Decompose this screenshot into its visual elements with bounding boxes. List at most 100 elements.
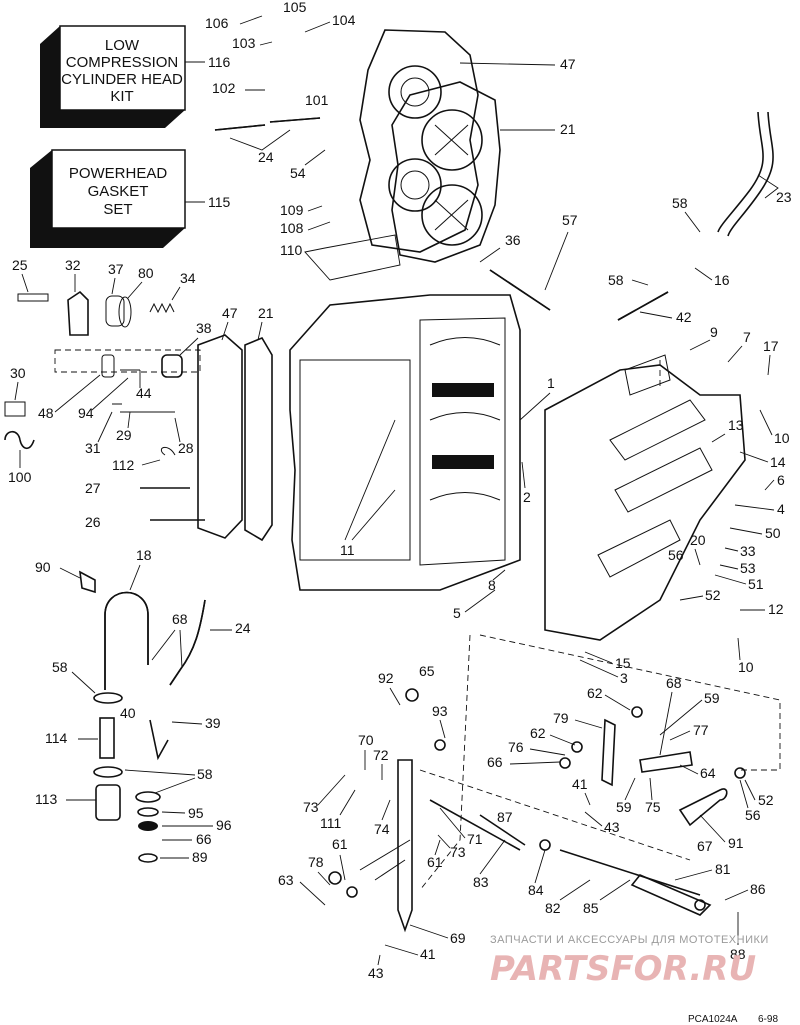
- callout-32: 32: [65, 257, 81, 273]
- callout-18: 18: [136, 547, 152, 563]
- callout-103: 103: [232, 35, 256, 51]
- callout-94: 94: [78, 405, 94, 421]
- callout-104: 104: [332, 12, 356, 28]
- powerhead-gasket-box: [30, 149, 205, 248]
- callout-38: 38: [196, 320, 212, 336]
- watermark: ЗАПЧАСТИ И АКСЕССУАРЫ ДЛЯ МОТОТЕХНИКИ PA…: [490, 934, 768, 989]
- callout-13: 13: [728, 417, 744, 433]
- callout-106: 106: [205, 15, 229, 31]
- callout-87: 87: [497, 809, 513, 825]
- callout-42: 42: [676, 309, 692, 325]
- callout-67: 67: [697, 838, 713, 854]
- callout-9: 9: [710, 324, 718, 340]
- callout-73-a: 73: [303, 799, 319, 815]
- callout-6: 6: [777, 472, 785, 488]
- callout-33: 33: [740, 543, 756, 559]
- kit-box-text: LOW COMPRESSION CYLINDER HEAD KIT 116 PO…: [61, 37, 230, 218]
- kit-low-line1: LOW: [105, 37, 140, 54]
- callout-17: 17: [763, 338, 779, 354]
- callout-56-lower: 56: [745, 807, 761, 823]
- callout-34: 34: [180, 270, 196, 286]
- callout-56-right: 56: [668, 547, 684, 563]
- callout-41-b: 41: [420, 946, 436, 962]
- callout-12: 12: [768, 601, 784, 617]
- callout-39: 39: [205, 715, 221, 731]
- cylinder-head: [359, 29, 479, 253]
- callout-15: 15: [615, 655, 631, 671]
- callout-31: 31: [85, 440, 101, 456]
- callout-73-b: 73: [450, 844, 466, 860]
- callout-90: 90: [35, 559, 51, 575]
- callout-65: 65: [419, 663, 435, 679]
- callout-58-b: 58: [608, 272, 624, 288]
- callout-89: 89: [192, 849, 208, 865]
- callout-91: 91: [728, 835, 744, 851]
- callout-59-a: 59: [704, 690, 720, 706]
- crankcase-block: [289, 294, 521, 591]
- callout-71: 71: [467, 831, 483, 847]
- lower-left-hoses: [79, 570, 206, 863]
- callout-30: 30: [10, 365, 26, 381]
- callout-108: 108: [280, 220, 304, 236]
- callout-109: 109: [280, 202, 304, 218]
- callout-50: 50: [765, 525, 781, 541]
- callout-24-left: 24: [235, 620, 251, 636]
- kit-gasket-line2: GASKET: [88, 183, 149, 200]
- callout-8: 8: [488, 577, 496, 593]
- callout-77: 77: [693, 722, 709, 738]
- kit-low-line3: CYLINDER HEAD: [61, 71, 183, 88]
- callout-21-left: 21: [258, 305, 274, 321]
- callout-111: 111: [320, 815, 341, 831]
- throttle-linkage: [328, 688, 746, 933]
- callout-74: 74: [374, 821, 390, 837]
- callout-61-a: 61: [332, 836, 348, 852]
- callout-75: 75: [645, 799, 661, 815]
- callout-115: 115: [208, 194, 231, 210]
- callout-14: 14: [770, 454, 786, 470]
- callout-116: 116: [208, 54, 231, 70]
- callout-79: 79: [553, 710, 569, 726]
- callout-58-a: 58: [672, 195, 688, 211]
- callout-92: 92: [378, 670, 394, 686]
- callout-52-right: 52: [705, 587, 721, 603]
- callout-101: 101: [305, 92, 329, 108]
- callout-23: 23: [776, 189, 792, 205]
- callout-26: 26: [85, 514, 101, 530]
- callout-21-top: 21: [560, 121, 576, 137]
- callout-102: 102: [212, 80, 236, 96]
- kit-gasket-line3: SET: [103, 201, 132, 218]
- footer-date: 6-98: [758, 1014, 778, 1025]
- callout-4: 4: [777, 501, 785, 517]
- callout-66-right: 66: [487, 754, 503, 770]
- callout-2: 2: [523, 489, 531, 505]
- callout-85: 85: [583, 900, 599, 916]
- callout-57: 57: [562, 212, 578, 228]
- callout-43-a: 43: [604, 819, 620, 835]
- callout-47-top: 47: [560, 56, 576, 72]
- callout-58-d: 58: [197, 766, 213, 782]
- callout-80: 80: [138, 265, 154, 281]
- callout-labels: 106 105 104 103 102 101 47 21 24 54 23 1…: [8, 0, 792, 981]
- callout-100: 100: [8, 469, 32, 485]
- callout-81: 81: [715, 861, 731, 877]
- callout-44: 44: [136, 385, 152, 401]
- kit-low-line4: KIT: [110, 88, 133, 105]
- callout-37: 37: [108, 261, 124, 277]
- callout-68-left: 68: [172, 611, 188, 627]
- callout-53: 53: [740, 560, 756, 576]
- callout-68-right: 68: [666, 675, 682, 691]
- head-gasket: [391, 81, 501, 263]
- callout-51: 51: [748, 576, 764, 592]
- callout-3: 3: [620, 670, 628, 686]
- callout-69: 69: [450, 930, 466, 946]
- callout-27: 27: [85, 480, 101, 496]
- callout-63: 63: [278, 872, 294, 888]
- callout-86: 86: [750, 881, 766, 897]
- callout-62-a: 62: [587, 685, 603, 701]
- footer-code: PCA1024A: [688, 1014, 738, 1025]
- callout-43-b: 43: [368, 965, 384, 981]
- callout-114: 114: [45, 730, 68, 746]
- callout-10-a: 10: [774, 430, 790, 446]
- callout-66-left: 66: [196, 831, 212, 847]
